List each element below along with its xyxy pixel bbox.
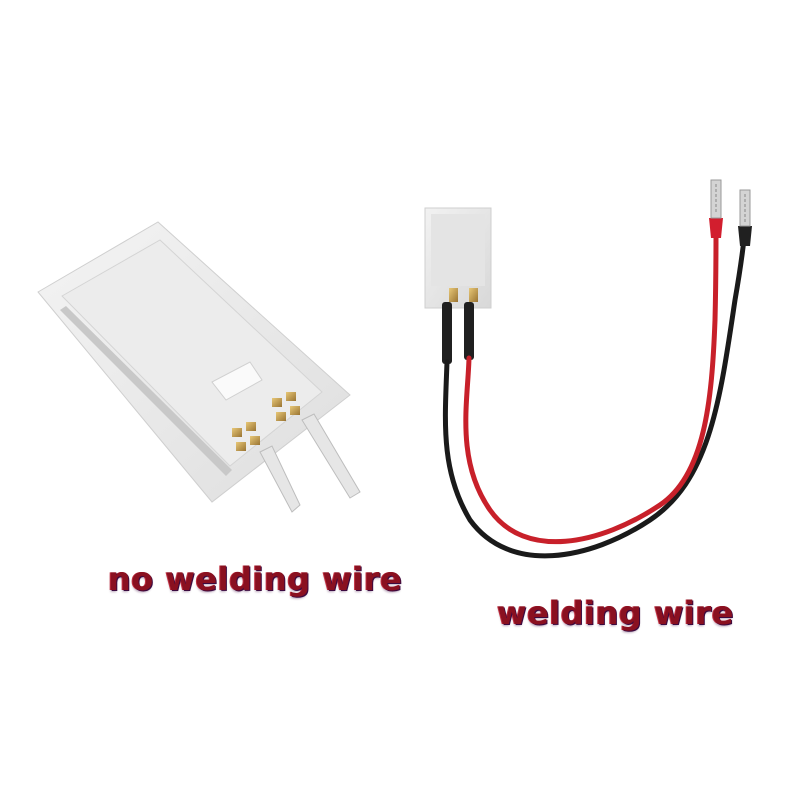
tab-leads [259,413,361,513]
caption-welding-wire: welding wire [497,594,734,632]
caption-no-welding-wire: no welding wire [108,560,403,598]
black-wire [442,227,748,559]
film-electrode [61,239,323,467]
film-edge-strip [60,306,232,476]
piezo-film-with-wire [424,179,752,559]
ferrule-terminals [709,179,752,246]
piezo-film-no-wire [37,221,361,513]
red-wire [463,229,719,545]
small-film-electrode [431,214,485,286]
film-notch [211,361,263,401]
gold-contacts [232,392,300,451]
